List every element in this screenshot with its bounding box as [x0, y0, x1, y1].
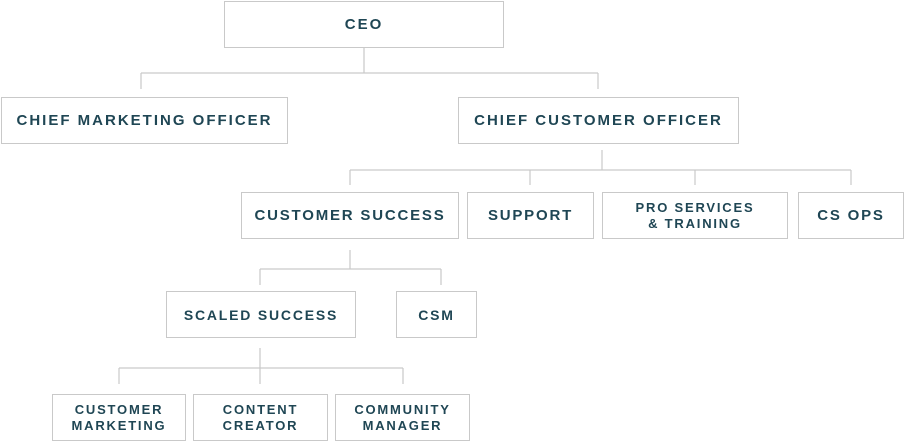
node-label: PRO SERVICES & TRAINING	[635, 199, 755, 231]
node-support: SUPPORT	[467, 192, 594, 239]
node-label: CEO	[344, 16, 384, 33]
node-cs-ops: CS OPS	[798, 192, 904, 239]
node-label: COMMUNITY MANAGER	[354, 401, 451, 433]
node-label: CHIEF MARKETING OFFICER	[16, 112, 273, 129]
node-chief-marketing-officer: CHIEF MARKETING OFFICER	[1, 97, 288, 144]
node-customer-marketing: CUSTOMER MARKETING	[52, 394, 186, 441]
node-ceo: CEO	[224, 1, 504, 48]
node-content-creator: CONTENT CREATOR	[193, 394, 328, 441]
node-community-manager: COMMUNITY MANAGER	[335, 394, 470, 441]
node-label: CS OPS	[817, 207, 885, 224]
node-label: CHIEF CUSTOMER OFFICER	[474, 112, 723, 129]
node-label: SUPPORT	[487, 207, 574, 224]
node-label: CUSTOMER MARKETING	[71, 401, 167, 433]
node-chief-customer-officer: CHIEF CUSTOMER OFFICER	[458, 97, 739, 144]
node-customer-success: CUSTOMER SUCCESS	[241, 192, 459, 239]
node-csm: CSM	[396, 291, 477, 338]
node-label: CSM	[418, 306, 455, 323]
node-pro-services-training: PRO SERVICES & TRAINING	[602, 192, 788, 239]
node-label: CONTENT CREATOR	[222, 401, 299, 433]
node-label: SCALED SUCCESS	[183, 306, 339, 323]
node-scaled-success: SCALED SUCCESS	[166, 291, 356, 338]
node-label: CUSTOMER SUCCESS	[254, 207, 446, 224]
